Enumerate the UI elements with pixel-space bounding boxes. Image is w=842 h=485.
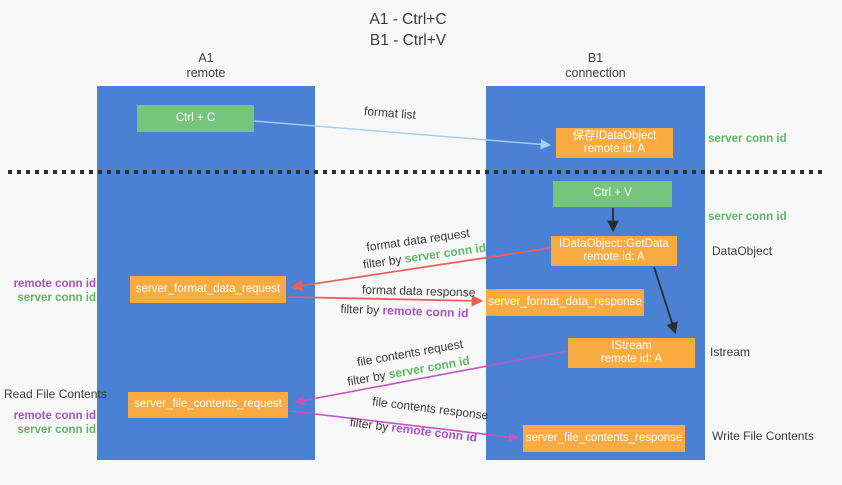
node-ctrl-v: Ctrl + V (553, 181, 672, 207)
node-server-format-data-request: server_format_data_request (130, 276, 286, 303)
annotation-server-conn-id-mid: server conn id (708, 211, 787, 223)
title-line-2: B1 - Ctrl+V (369, 32, 447, 49)
node-istream: IStream remote id: A (568, 338, 695, 368)
node-save-idataobject-line2: remote id: A (583, 143, 646, 155)
title-line-1: A1 - Ctrl+C (369, 11, 447, 28)
node-idataobject-getdata-line2: remote id: A (583, 251, 645, 263)
node-istream-line2: remote id: A (600, 353, 663, 365)
node-idataobject-getdata: IDataObject::GetData remote id: A (551, 236, 677, 266)
lane-header-b1: B1 connection (486, 51, 705, 81)
node-server-file-contents-response-label: server_file_contents_response (525, 431, 683, 444)
filter-by-text: filter by (362, 251, 406, 272)
remote-conn-id-text: remote conn id (13, 278, 96, 290)
node-ctrl-v-label: Ctrl + V (593, 187, 632, 200)
remote-conn-id-text: remote conn id (13, 410, 96, 422)
lane-a1-name: A1 (198, 51, 214, 65)
filter-by-text: filter by (346, 367, 391, 389)
node-server-file-contents-response: server_file_contents_response (523, 425, 685, 452)
annotation-istream: Istream (710, 345, 751, 359)
node-idataobject-getdata-line1: IDataObject::GetData (559, 237, 669, 250)
remote-conn-id-text: remote conn id (390, 420, 478, 445)
filter-by-text: filter by (349, 415, 393, 435)
annotation-server-conn-id-top: server conn id (708, 133, 787, 145)
annotation-dataobject: DataObject (712, 244, 773, 258)
node-istream-line1: IStream (611, 339, 652, 352)
edge-label-format-data-response: format data response (361, 282, 476, 300)
node-server-file-contents-request: server_file_contents_request (128, 392, 288, 418)
node-save-idataobject-line1: 保存IDataObject (572, 129, 657, 142)
remote-conn-id-text: remote conn id (382, 303, 469, 321)
lane-b1-name: B1 (587, 51, 604, 65)
annotation-read-file-contents: Read File Contents (4, 387, 107, 401)
edge-label-format-data-response-filter: filter by remote conn id (337, 302, 472, 321)
edge-label-file-contents-response-filter: filter by remote conn id (346, 415, 482, 445)
node-server-format-data-response-label: server_format_data_response (488, 295, 642, 308)
lane-header-a1: A1 remote (97, 51, 315, 81)
annotation-left-format-conn-ids: remote conn id server conn id (6, 278, 96, 305)
node-save-idataobject: 保存IDataObject remote id: A (556, 128, 673, 158)
lane-b1-role: connection (565, 66, 626, 80)
node-server-format-data-response: server_format_data_response (486, 289, 644, 316)
annotation-left-file-conn-ids: remote conn id server conn id (6, 410, 96, 437)
server-conn-id-text: server conn id (17, 291, 96, 304)
phase-divider-dotted-line (8, 170, 826, 174)
edge-label-format-list: format list (363, 103, 417, 123)
node-server-file-contents-request-label: server_file_contents_request (134, 398, 282, 411)
diagram-title: A1 - Ctrl+C B1 - Ctrl+V (0, 9, 816, 51)
edge-label-file-contents-response: file contents response (371, 394, 490, 423)
server-conn-id-text: server conn id (17, 423, 96, 436)
node-ctrl-c-label: Ctrl + C (175, 111, 216, 124)
filter-by-text: filter by (340, 301, 383, 318)
node-ctrl-c: Ctrl + C (137, 105, 254, 132)
lane-a1-role: remote (186, 66, 226, 80)
annotation-write-file-contents: Write File Contents (712, 429, 814, 443)
node-server-format-data-request-label: server_format_data_request (135, 282, 281, 295)
